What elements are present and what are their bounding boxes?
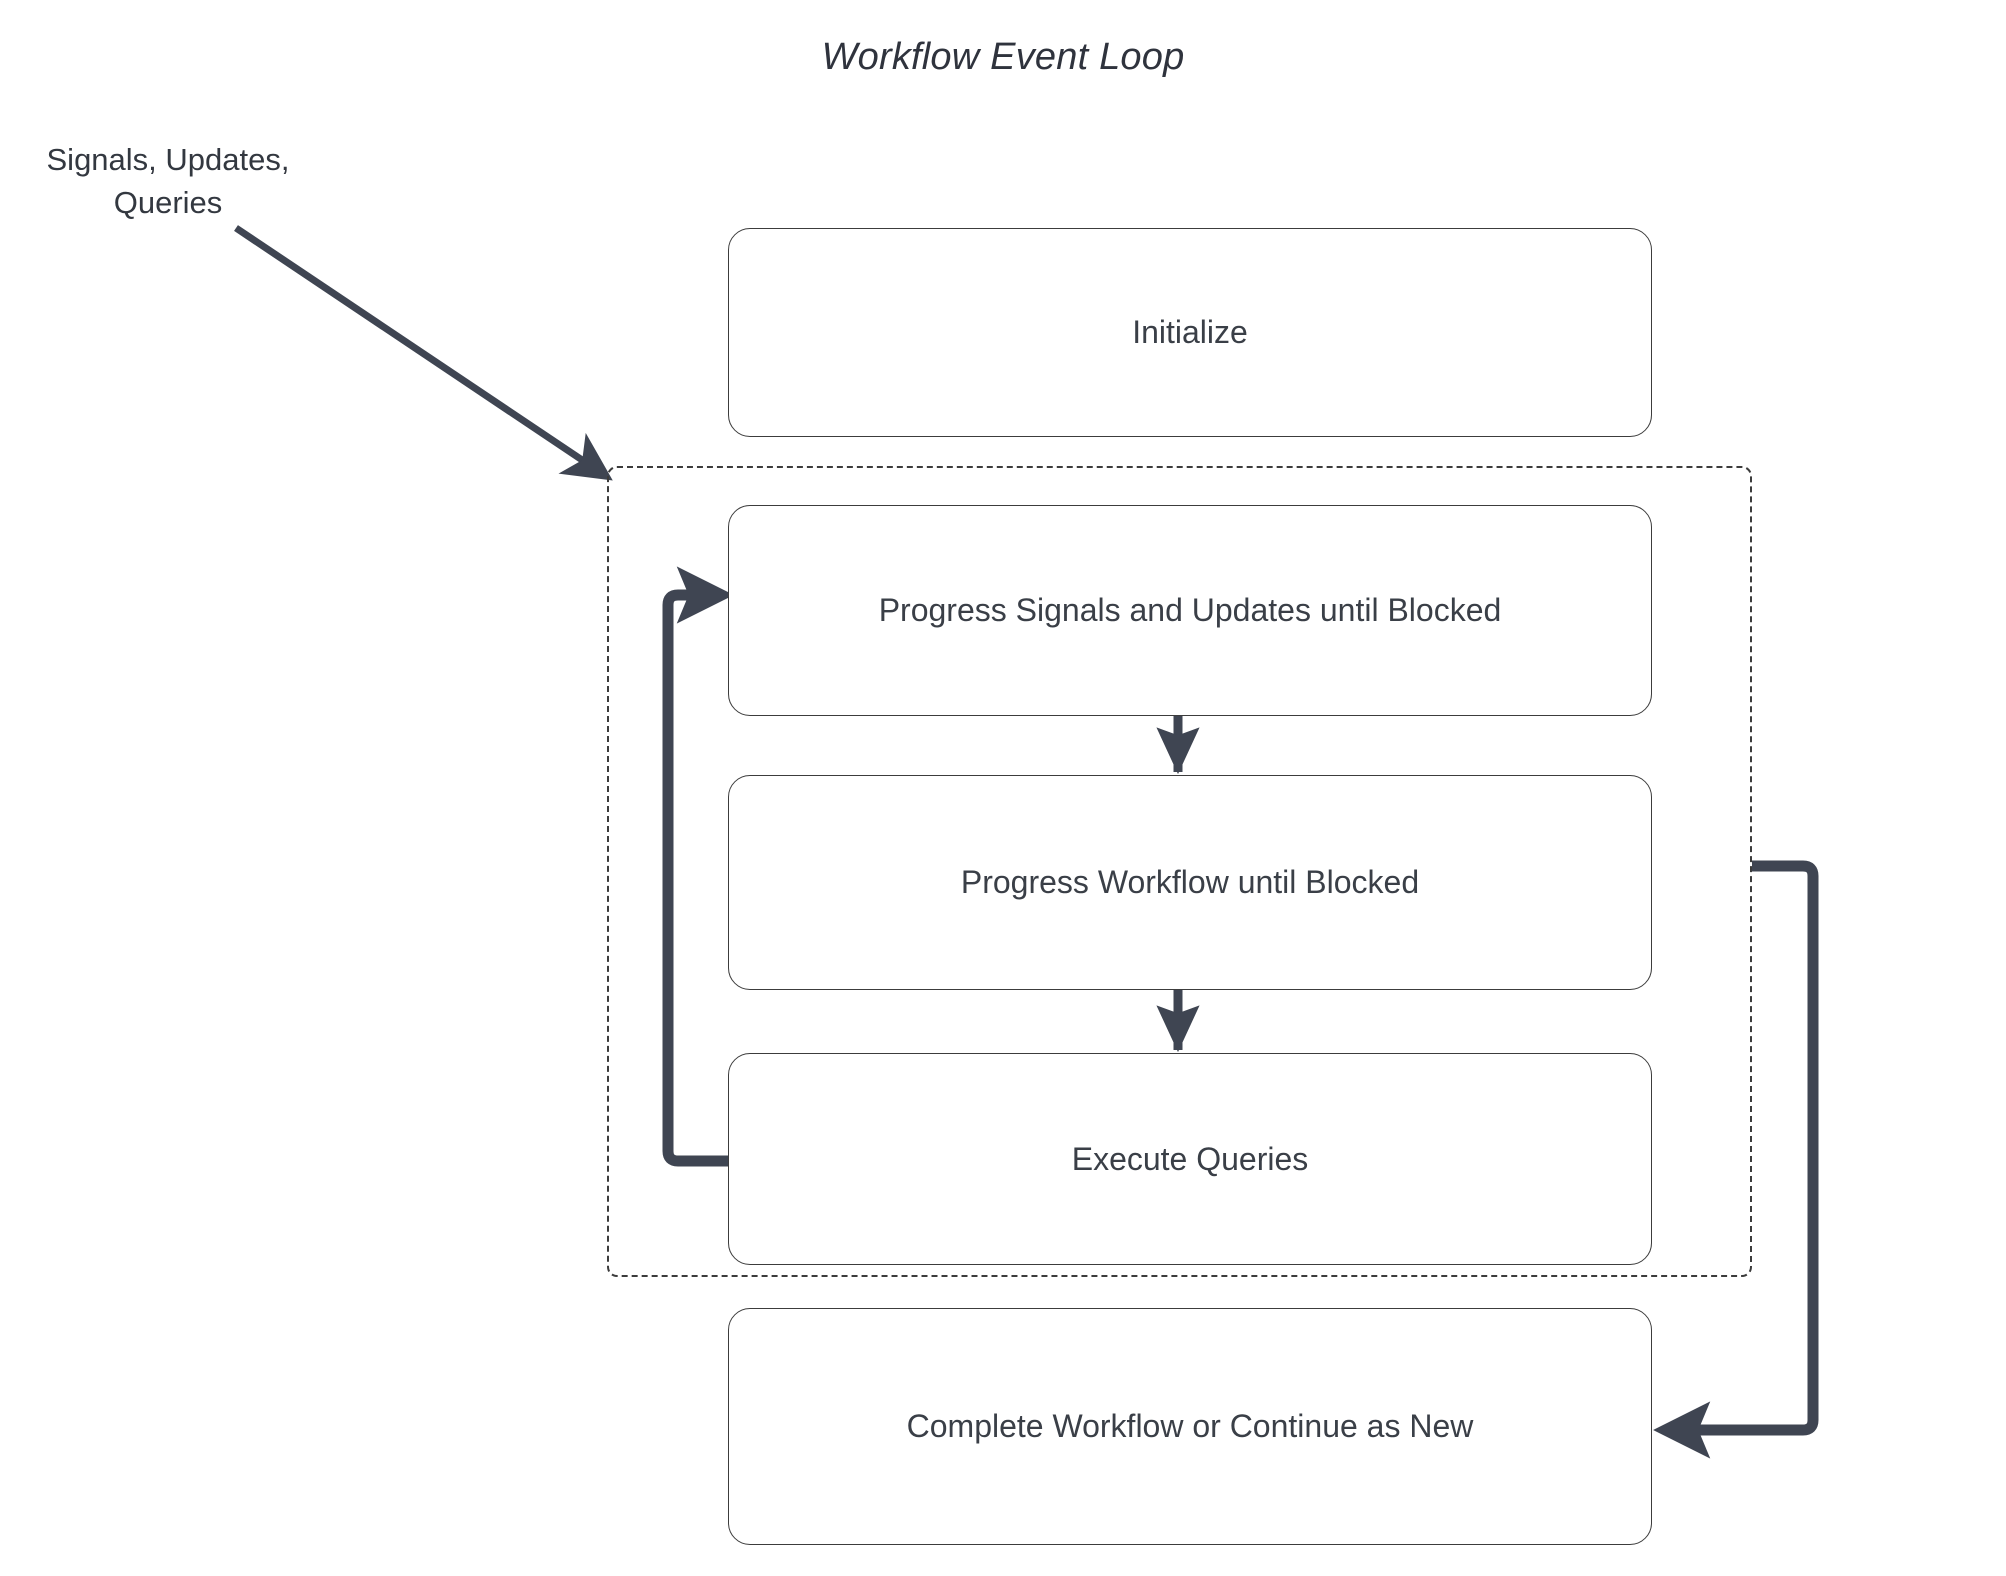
edge-external-input-to-loop xyxy=(234,225,613,481)
event-loop-cluster xyxy=(607,466,1752,1277)
page-title: Workflow Event Loop xyxy=(821,36,1185,78)
node-initialize[interactable]: Initialize xyxy=(728,228,1652,437)
node-progress-workflow[interactable]: Progress Workflow until Blocked xyxy=(728,775,1652,990)
external-input-label: Signals, Updates, Queries xyxy=(18,138,318,224)
node-progress-signals[interactable]: Progress Signals and Updates until Block… xyxy=(728,505,1652,716)
external-input-label-line2: Queries xyxy=(113,185,223,220)
node-complete-workflow[interactable]: Complete Workflow or Continue as New xyxy=(728,1308,1652,1545)
node-execute-queries[interactable]: Execute Queries xyxy=(728,1053,1652,1265)
external-input-label-line1: Signals, Updates, xyxy=(46,142,290,177)
